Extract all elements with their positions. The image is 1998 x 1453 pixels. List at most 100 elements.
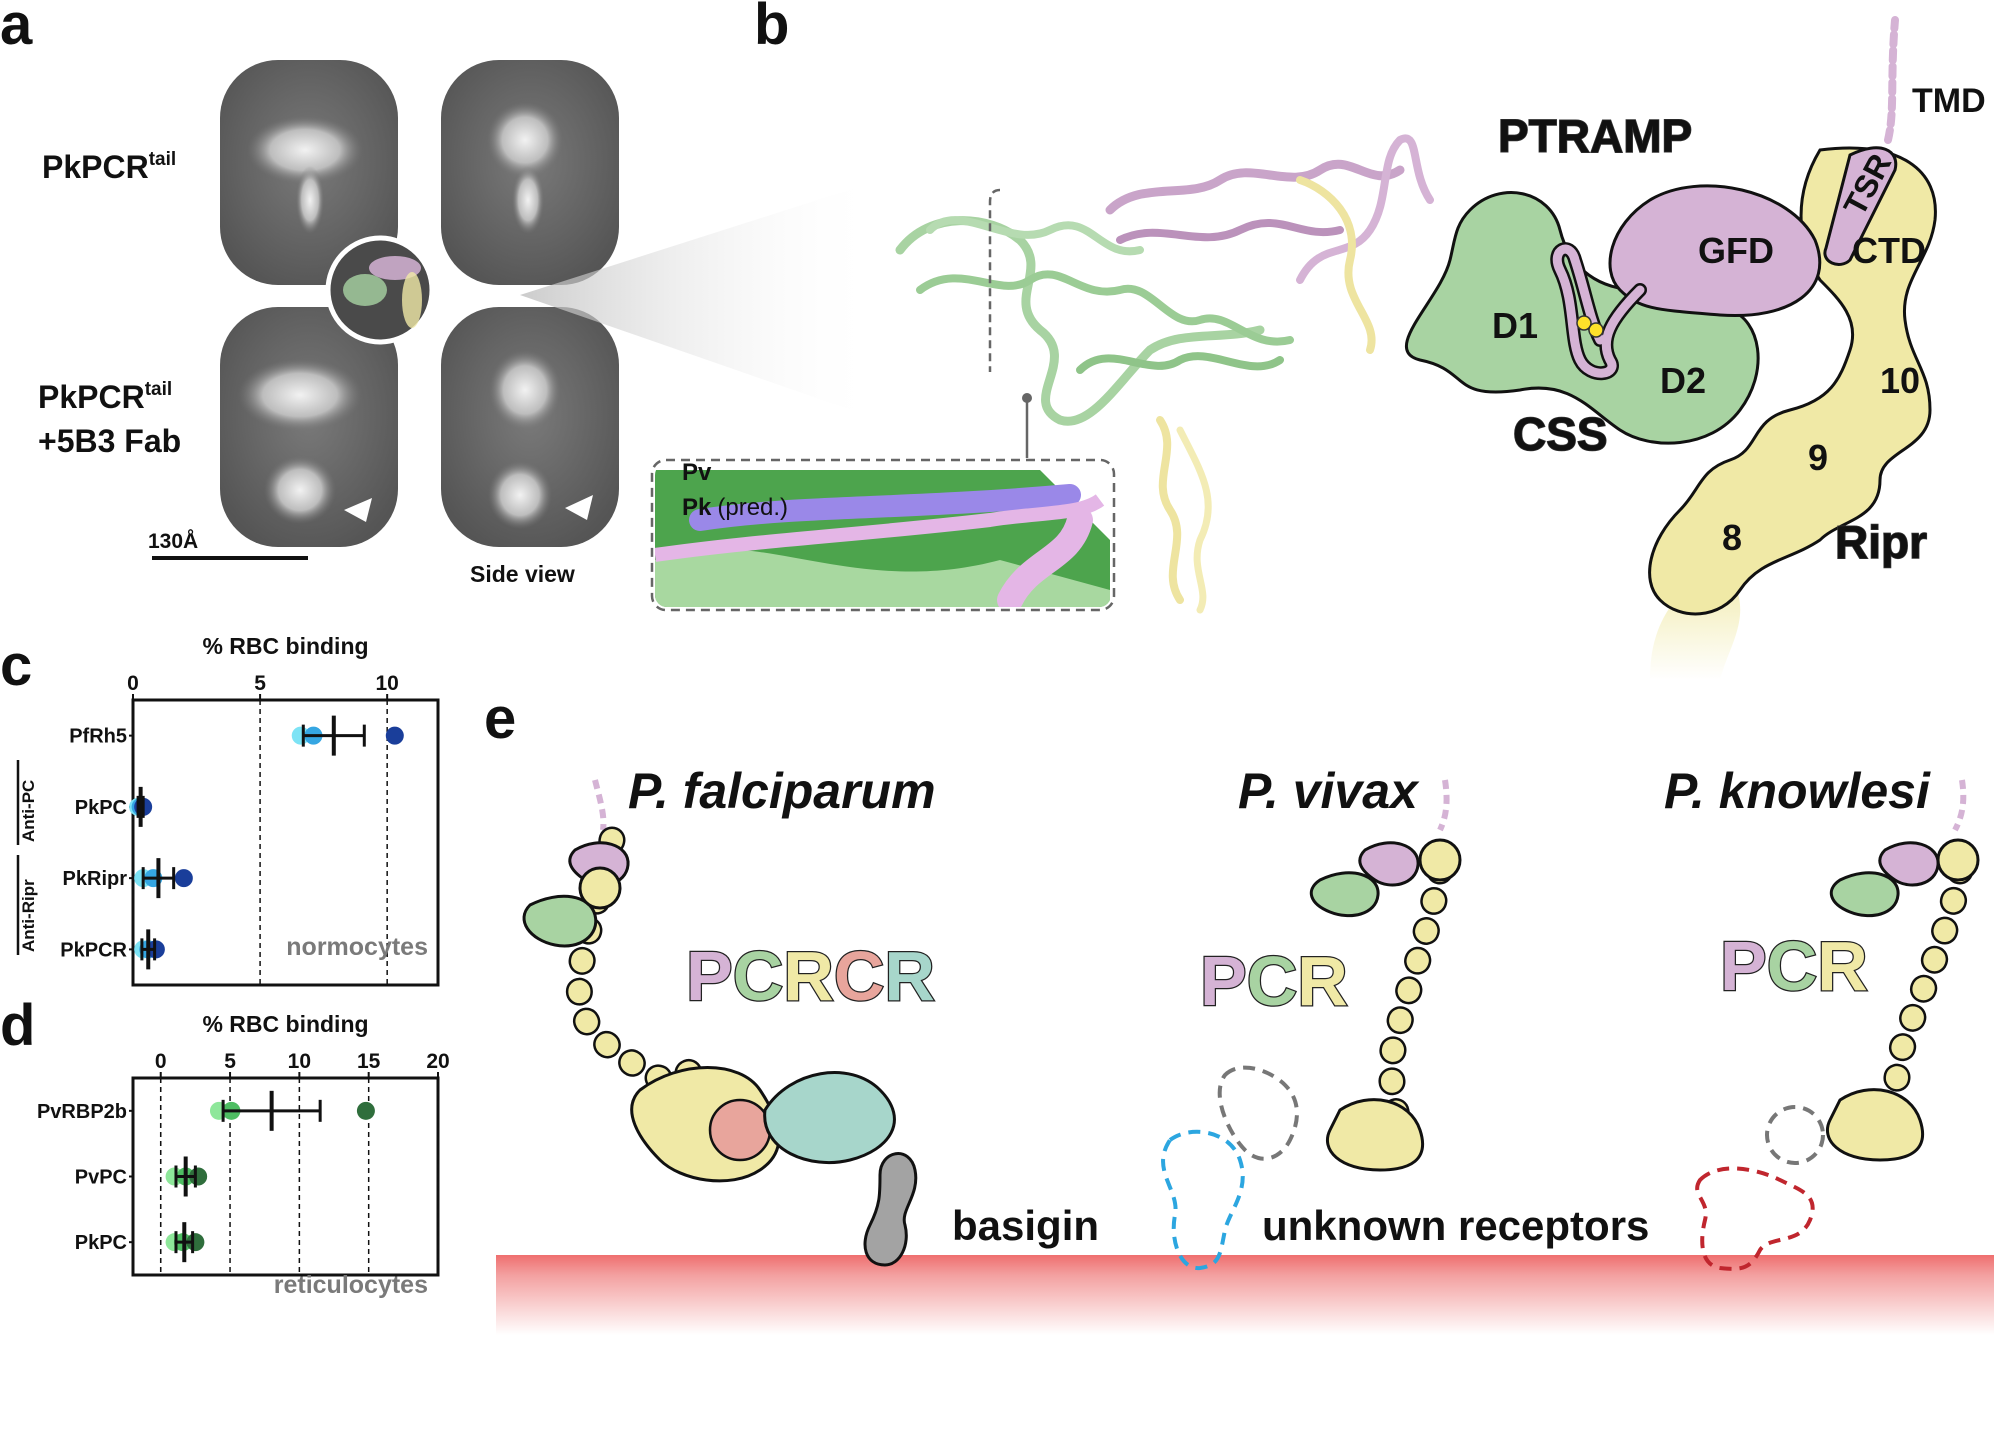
panel-a: a PkPCRtail PkPCRtail +5B3 Fab 130Å Side… (0, 0, 619, 587)
label-9: 9 (1808, 437, 1828, 478)
ripr-ctd (578, 866, 622, 910)
label-pkpcr-tail-fab: PkPCRtail (38, 379, 172, 415)
x-tick-label: 20 (426, 1050, 449, 1073)
css-shape (1829, 871, 1900, 918)
css-shape (522, 894, 598, 948)
data-point (174, 869, 193, 888)
inset-connector-dot (1022, 393, 1032, 403)
unknown-receptor-gray (1217, 1065, 1299, 1161)
label-10: 10 (1880, 360, 1920, 401)
panel-label-c: c (0, 633, 32, 698)
x-tick-label: 5 (254, 672, 266, 695)
em-density (238, 359, 362, 431)
row-label: PvRBP2b (37, 1101, 127, 1123)
basigin-shape (863, 1152, 918, 1267)
panel-label-e: e (484, 686, 516, 751)
em-density (487, 102, 563, 178)
label-ctd: CTD (1852, 230, 1926, 271)
panel-label-d: d (0, 993, 35, 1058)
row-label: PkPCR (60, 939, 127, 961)
rh5-shape (763, 1071, 896, 1165)
tsr-domain-shape (1823, 146, 1898, 266)
ripr-base (1326, 1098, 1425, 1172)
tmd-dashed-stem (1884, 16, 1899, 144)
ptramp-linker (1552, 244, 1645, 378)
label-unknown-receptors: unknown receptors (1262, 1202, 1649, 1249)
label-pkpcr-tail: PkPCRtail (42, 149, 176, 185)
pcrcr-complex (522, 779, 896, 1183)
panel-e: e P. falciparum P. vivax P. knowlesi PCR… (484, 686, 1994, 1335)
side-view-label: Side view (470, 561, 575, 587)
em-density (264, 456, 336, 524)
x-tick-label: 10 (375, 672, 398, 695)
label-8: 8 (1722, 517, 1742, 558)
disulfide-dot (1576, 315, 1592, 331)
cyrpa-shape (708, 1098, 772, 1162)
em-density (296, 166, 324, 234)
inset-label-pk: Pk(pred.) (682, 494, 788, 521)
scale-bar (152, 556, 308, 560)
group-label-anti-pc: Anti-PC (19, 780, 38, 842)
em-density (489, 350, 561, 430)
domain-schematic: PTRAMP TMD TSR GFD CTD D1 D2 CSS 10 9 8 … (1404, 16, 1986, 680)
tmd-stem (1952, 779, 1967, 832)
model-css-blob (343, 274, 387, 306)
inset-content (655, 470, 1110, 607)
complex-name-pcrcr: PCRCR (686, 937, 935, 1015)
pcr-complex-pk (1826, 779, 1980, 1162)
panel-b: b Pv Pk(pred.) (520, 0, 1986, 680)
model-ptramp-blob (369, 256, 421, 280)
fab-arrowhead (565, 495, 593, 520)
em-density (512, 166, 544, 234)
rbc-membrane (496, 1255, 1994, 1335)
x-axis-title: % RBC binding (202, 633, 368, 659)
data-point (356, 1101, 375, 1120)
row-label: PkPC (75, 1232, 127, 1254)
plot-frame (131, 698, 440, 987)
label-d2: D2 (1660, 360, 1706, 401)
dashed-highlight (988, 188, 1001, 372)
scale-bar-label: 130Å (148, 529, 198, 553)
data-point (385, 726, 404, 745)
ptramp-shape (1878, 841, 1940, 887)
inset-label-pv: Pv (682, 459, 712, 486)
fab-arrowhead (344, 498, 372, 522)
species-pv: P. vivax (1238, 763, 1420, 819)
pcr-complex-pv (1309, 779, 1462, 1172)
x-tick-label: 5 (224, 1050, 236, 1073)
complex-name-pk: PCR (1720, 927, 1868, 1005)
x-tick-label: 0 (127, 672, 139, 695)
data-point (291, 726, 310, 745)
group-label-anti-ripr: Anti-Ripr (19, 879, 38, 952)
ripr-ctd (1418, 838, 1462, 882)
data-point (186, 1233, 205, 1252)
disulfide-dot (1588, 322, 1604, 338)
ripr-base (1826, 1088, 1925, 1162)
tmd-stem (1437, 779, 1450, 832)
x-axis-title: % RBC binding (202, 1011, 368, 1037)
ripr-domain-shape (1648, 146, 1937, 616)
label-ptramp: PTRAMP (1498, 110, 1692, 162)
species-pf: P. falciparum (628, 763, 936, 819)
gfd-domain-shape (1608, 184, 1822, 318)
css-shape (1309, 871, 1380, 918)
label-ripr: Ripr (1835, 516, 1927, 568)
data-point (189, 1167, 208, 1186)
panel-label-a: a (0, 0, 33, 57)
x-tick-label: 0 (155, 1050, 167, 1073)
unknown-receptor-gray (1765, 1105, 1825, 1165)
panel-label-b: b (754, 0, 789, 57)
label-basigin: basigin (952, 1202, 1099, 1249)
label-css: CSS (1513, 408, 1608, 460)
em-density (247, 116, 363, 184)
ribbon-structure (895, 134, 1434, 614)
unknown-receptor-red (1695, 1166, 1815, 1271)
label-fab: +5B3 Fab (38, 423, 181, 459)
ripr-ctd (1936, 838, 1980, 882)
cell-type-reticulocytes: reticulocytes (274, 1271, 428, 1299)
row-label: PfRh5 (69, 726, 127, 748)
x-tick-label: 15 (357, 1050, 381, 1073)
